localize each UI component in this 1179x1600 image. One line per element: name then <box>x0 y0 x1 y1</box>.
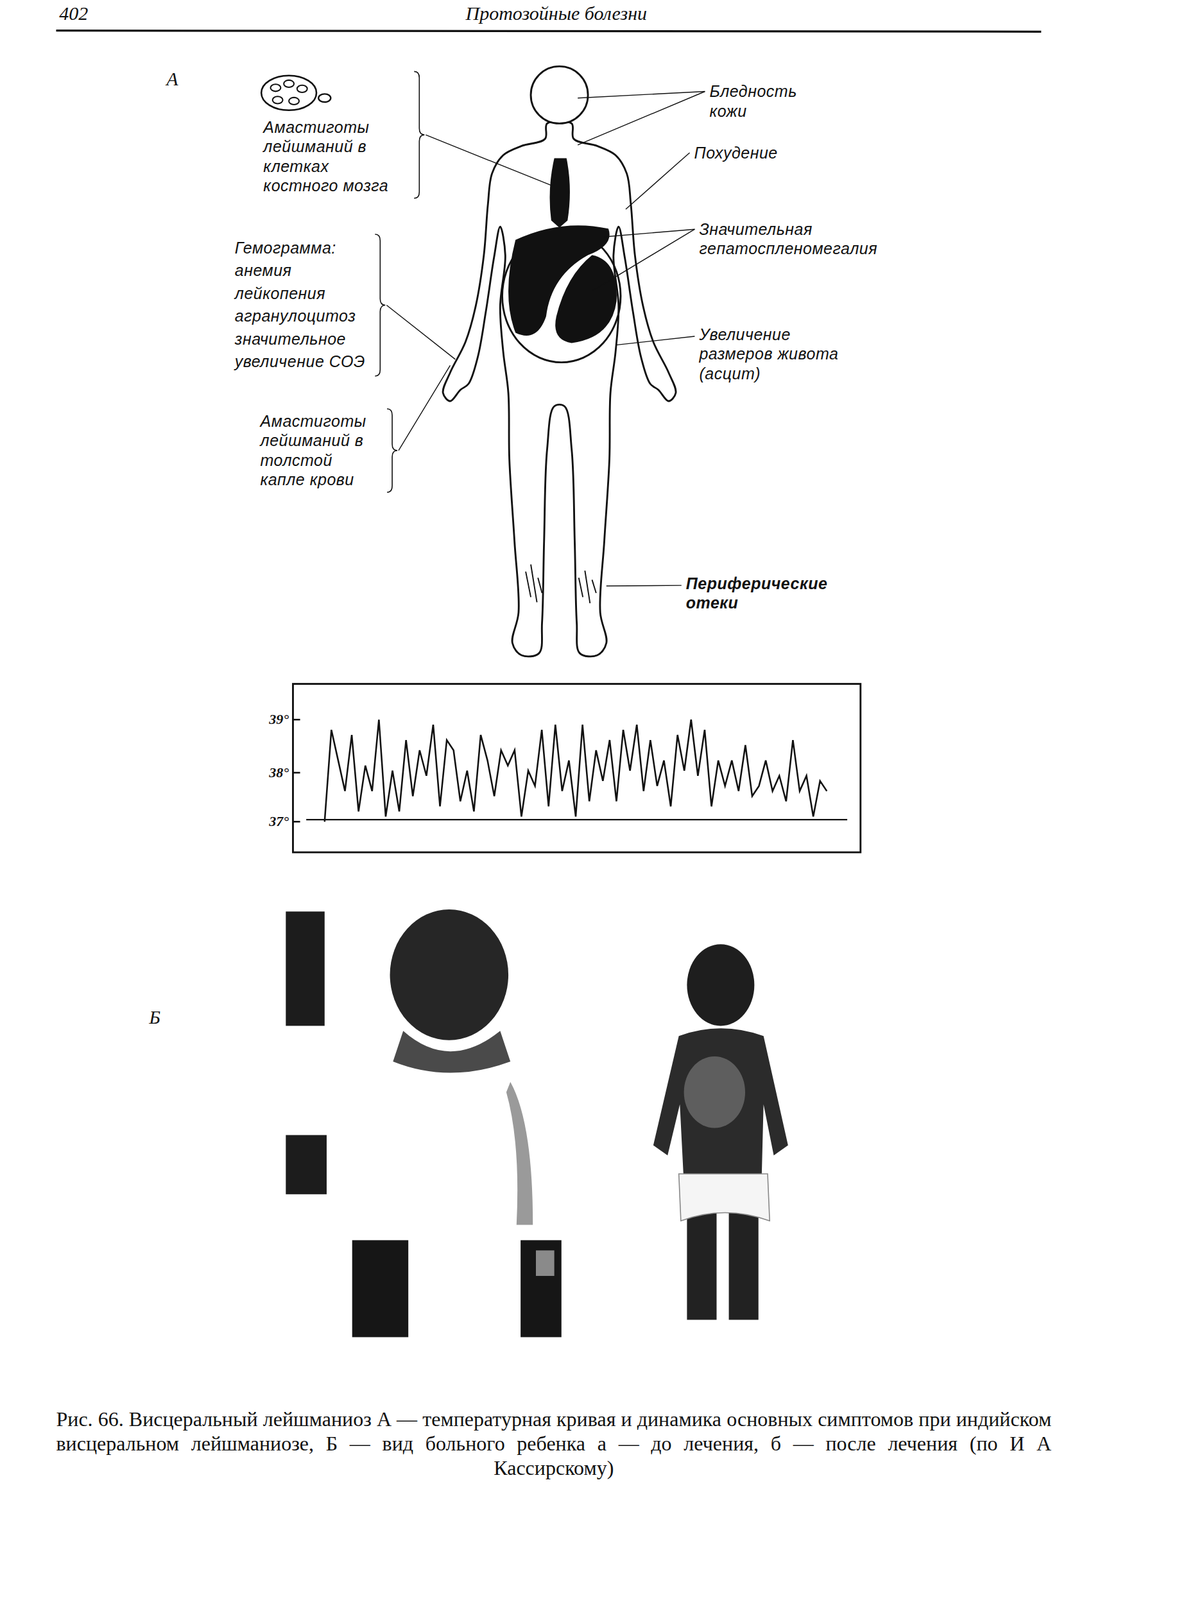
leader-line <box>591 229 695 291</box>
amastigote <box>297 85 308 93</box>
photo-shade <box>352 1239 409 1337</box>
leader-line <box>577 91 705 98</box>
amastigote <box>288 97 300 105</box>
leader-line <box>577 91 705 145</box>
photo-shade <box>520 1239 562 1337</box>
diaper <box>679 1173 771 1221</box>
human-figure <box>442 66 676 657</box>
leader-line <box>615 336 695 346</box>
annotation: Амастиготы лейшманий в толстой капле кро… <box>260 411 382 490</box>
page-number: 402 <box>59 1 88 26</box>
edema-hatching <box>530 564 538 603</box>
leader-line <box>386 304 456 359</box>
amastigote <box>272 96 284 104</box>
figure-caption: Рис. 66. Висцеральный лейшманиоз А — тем… <box>55 1406 1052 1481</box>
annotation: Гемограмма: анемия лейкопения агранулоци… <box>234 236 370 374</box>
child-shoulders <box>392 1030 511 1073</box>
photo-shade <box>285 911 325 1026</box>
header-rule <box>55 30 1042 33</box>
tick <box>292 772 300 775</box>
leader-line <box>606 584 682 586</box>
leader-line <box>398 365 450 451</box>
tick <box>292 718 300 721</box>
child-leg <box>729 1212 759 1320</box>
amastigote <box>270 84 281 92</box>
child-head <box>686 944 755 1026</box>
bracket <box>374 234 386 377</box>
bracket <box>413 71 425 199</box>
tick <box>292 820 300 823</box>
running-head: Протозойные болезни <box>465 1 648 26</box>
amastigote <box>318 93 331 103</box>
photo-shade <box>285 1135 327 1195</box>
chart-frame <box>292 684 861 853</box>
axis-tick-label: 39° <box>268 711 289 729</box>
temperature-chart <box>292 684 861 853</box>
photo-shade <box>684 1056 746 1128</box>
leader-line <box>425 134 552 186</box>
spleen <box>555 255 617 344</box>
edema-hatching <box>591 579 596 594</box>
host-cell <box>261 75 317 111</box>
annotation: Бледность кожи <box>709 81 806 121</box>
temperature-line <box>324 719 828 822</box>
axis-tick-label: 37° <box>268 813 289 831</box>
annotation: Увеличение размеров живота (асцит) <box>698 324 844 384</box>
head-outline <box>530 66 588 124</box>
child-leg <box>686 1212 717 1320</box>
leader-line <box>604 229 696 237</box>
leader-line <box>625 152 690 210</box>
annotation: Амастиготы лейшманий в клетках костного … <box>263 117 408 196</box>
temperature-curve <box>324 719 828 822</box>
photo-before <box>285 909 561 1337</box>
edema-hatching <box>537 577 542 594</box>
edema-hatching <box>525 571 531 598</box>
panel-letter: Б <box>148 1005 161 1030</box>
photo-shade <box>506 1082 533 1226</box>
annotation: Похудение <box>694 143 778 164</box>
photo-after <box>653 944 789 1320</box>
panel-letter: А <box>166 67 178 92</box>
photo-shade <box>535 1250 555 1276</box>
sternum-marrow <box>550 158 570 228</box>
amastigote <box>283 80 294 88</box>
child-body <box>653 1028 789 1185</box>
body-outline <box>442 120 676 657</box>
axis-tick-label: 38° <box>268 764 289 782</box>
baseline <box>306 818 848 821</box>
annotation: Периферические отеки <box>686 573 823 613</box>
bracket <box>387 408 398 493</box>
amastigote-cells <box>261 75 331 111</box>
annotation: Значительная гепатоспленомегалия <box>698 219 876 259</box>
child-head <box>390 909 509 1041</box>
edema-hatching <box>584 570 590 604</box>
edema-hatching <box>578 577 583 597</box>
